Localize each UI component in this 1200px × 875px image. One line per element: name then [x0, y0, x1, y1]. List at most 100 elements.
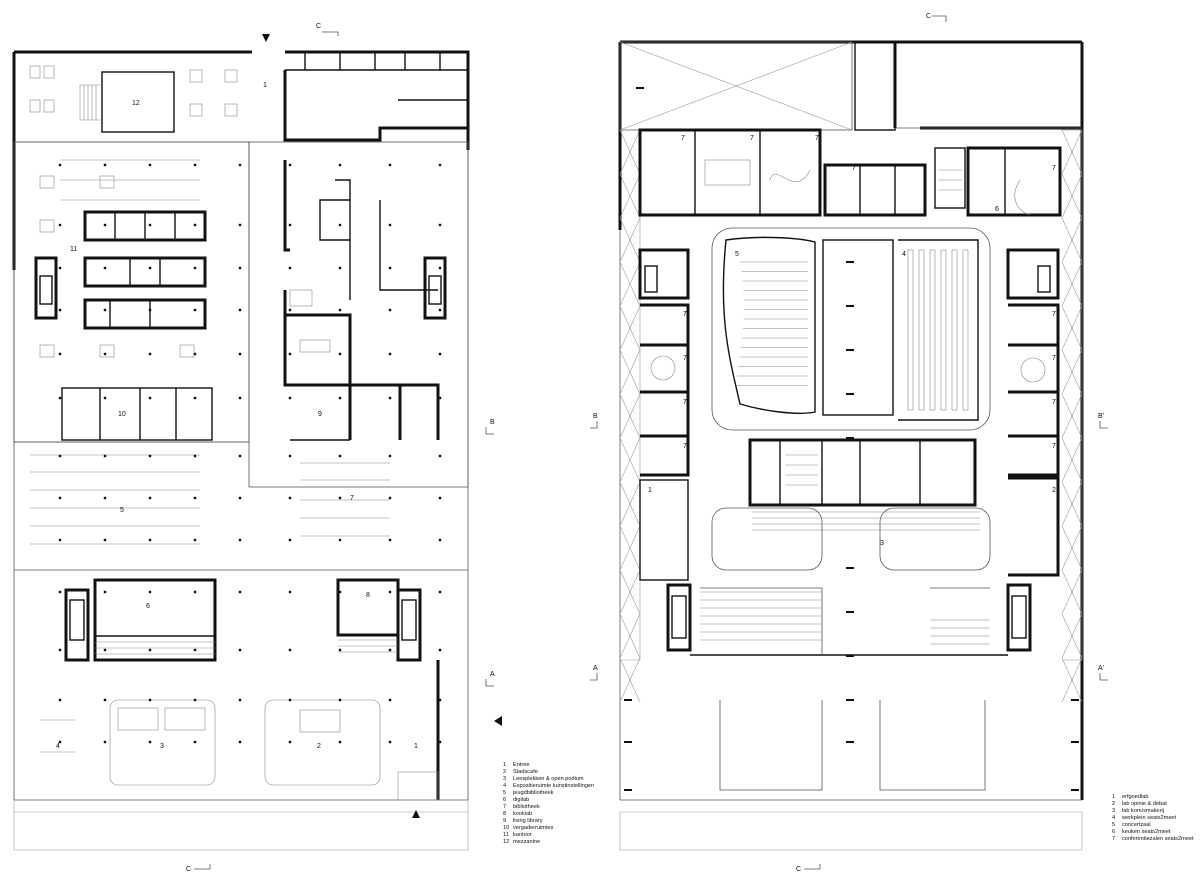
right-room-label-5: 5 [735, 251, 739, 258]
column-marker [288, 308, 292, 312]
column-marker [103, 308, 107, 312]
column-marker [148, 223, 152, 227]
ground-floor-legend-text: Stadscafe [513, 769, 538, 775]
svg-text:C: C [316, 23, 321, 30]
room-label-10: 10 [118, 411, 126, 418]
column-marker [148, 698, 152, 702]
column-marker [193, 698, 197, 702]
upper-floor-legend-number: 1 [1112, 794, 1116, 800]
truss-diagonal [1061, 525, 1083, 571]
room-label-7: 7 [350, 495, 354, 502]
truss-diagonal [619, 217, 641, 263]
column-marker [238, 538, 242, 542]
column-marker [288, 266, 292, 270]
column-marker [846, 567, 854, 569]
right-room-label-7l: 7 [1052, 399, 1056, 406]
right-room-label-7d: 7 [852, 165, 856, 172]
section-mark-right-lower: A [485, 671, 495, 687]
column-marker [438, 163, 442, 167]
column-marker [58, 590, 62, 594]
column-marker [148, 266, 152, 270]
right-room-label-7h: 7 [683, 399, 687, 406]
truss-diagonal [1061, 261, 1083, 307]
ground-floor-legend-number: 6 [503, 797, 507, 803]
section-mark-right-upper: B [485, 419, 495, 435]
column-marker [388, 396, 392, 400]
column-marker [624, 789, 632, 791]
room-label-1-upper: 1 [263, 82, 267, 89]
column-marker [58, 308, 62, 312]
column-marker [238, 352, 242, 356]
column-marker [193, 223, 197, 227]
truss-diagonal [619, 173, 641, 219]
ground-floor-plan: C C B A 1 1 2 3 4 5 6 7 8 9 10 11 12 [12, 23, 502, 873]
column-marker [58, 648, 62, 652]
column-marker [58, 698, 62, 702]
truss-diagonal [1061, 173, 1083, 219]
column-marker [193, 396, 197, 400]
column-marker [148, 454, 152, 458]
column-marker [388, 698, 392, 702]
werkplein-bench [918, 249, 925, 411]
section-mark-top: C [316, 23, 339, 36]
column-marker [438, 698, 442, 702]
column-marker [238, 266, 242, 270]
upper-floor-legend-text: lab opinie & debat [1122, 801, 1167, 807]
werkplein-bench [907, 249, 914, 411]
column-marker [1071, 741, 1079, 743]
section-mark-bottom: C [186, 864, 211, 873]
column-marker [388, 538, 392, 542]
svg-text:C: C [796, 866, 801, 873]
column-marker [846, 741, 854, 743]
column-marker [338, 740, 342, 744]
right-room-label-3: 3 [880, 540, 884, 547]
svg-text:B': B' [1098, 413, 1104, 420]
upper-floor-legend-text: lab kom/smakerij [1122, 808, 1164, 814]
column-marker [148, 590, 152, 594]
truss-diagonal [1061, 305, 1083, 351]
column-marker [58, 740, 62, 744]
column-marker [846, 655, 854, 657]
ground-floor-legend-text: jeugdbibliotheek [513, 790, 554, 796]
entrance-triangle-top [262, 34, 270, 42]
column-marker [438, 740, 442, 744]
truss-diagonal [1061, 129, 1083, 175]
column-marker [288, 740, 292, 744]
werkplein-bench [951, 249, 958, 411]
column-marker [438, 454, 442, 458]
column-marker [388, 740, 392, 744]
column-marker [338, 223, 342, 227]
svg-text:A': A' [1098, 665, 1104, 672]
upper-floor-plan: C C B B' A A' 7 7 7 7 7 6 5 4 7 [590, 13, 1108, 873]
ground-floor-legend-number: 4 [503, 783, 507, 789]
right-room-label-6: 6 [995, 206, 999, 213]
column-marker [103, 454, 107, 458]
column-marker [1071, 699, 1079, 701]
truss-diagonal [1061, 657, 1083, 703]
upper-floor-legend-text: werkplein seats2meet [1122, 815, 1177, 821]
column-marker [338, 163, 342, 167]
ground-floor-legend-text: bibliotheek [513, 804, 540, 810]
truss-diagonal [1061, 349, 1083, 395]
column-marker [388, 352, 392, 356]
right-room-label-1: 1 [648, 487, 652, 494]
column-marker [846, 393, 854, 395]
werkplein-bench [962, 249, 969, 411]
column-marker [193, 648, 197, 652]
column-marker [58, 496, 62, 500]
column-marker [238, 223, 242, 227]
column-marker [58, 352, 62, 356]
column-marker [103, 590, 107, 594]
column-marker [846, 349, 854, 351]
column-marker [148, 163, 152, 167]
